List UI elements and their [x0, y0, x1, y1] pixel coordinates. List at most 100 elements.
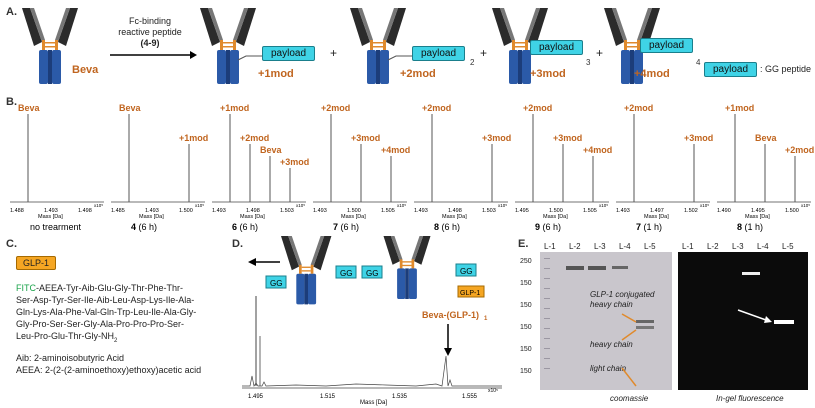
- spectrum-tick-1-1: 1.493: [145, 208, 159, 214]
- spectrum-xlabel-1: Mass [Da]: [139, 214, 164, 220]
- mod-label-3: +3mod: [530, 68, 566, 80]
- gel-band-l3: [588, 266, 606, 270]
- mw-marker-2: 150: [520, 302, 532, 309]
- aib-def: Aib: 2-aminoisobutyric Acid: [16, 353, 125, 363]
- d-tick-0: 1.495: [248, 394, 264, 400]
- panel-c-label: C.: [6, 238, 17, 250]
- mw-marker-5: 150: [520, 368, 532, 375]
- spectrum-tick-6-1: 1.497: [650, 208, 664, 214]
- fluorescence-caption: In-gel fluorescence: [716, 394, 784, 403]
- antibody-1mod-icon: [200, 8, 256, 84]
- spectrum-exp-1: x10⁵: [195, 203, 204, 208]
- spectrum-tick-5-1: 1.500: [549, 208, 563, 214]
- spectrum-xlabel-5: Mass [Da]: [543, 214, 568, 220]
- d-glp-text: GLP-1: [460, 290, 480, 297]
- spectrum-xlabel-6: Mass [Da]: [644, 214, 669, 220]
- spectrum-peak-label-2-1: +2mod: [240, 133, 269, 143]
- lane-label-laneL-0: L-1: [544, 242, 556, 251]
- spectrum-xlabel-7: Mass [Da]: [745, 214, 770, 220]
- spectrum-peak-label-5-0: +2mod: [523, 103, 552, 113]
- d-exp: x10⁵: [488, 388, 498, 394]
- reaction-line1: Fc-binding: [128, 16, 172, 26]
- spectrum-peak-label-3-0: +2mod: [321, 103, 350, 113]
- spectrum-tick-0-1: 1.493: [44, 208, 58, 214]
- spectrum-tick-2-1: 1.498: [246, 208, 260, 214]
- linker-2-icon: [387, 55, 412, 61]
- spectrum-exp-6: x10⁵: [700, 203, 709, 208]
- glp1-tag: GLP-1: [16, 256, 57, 270]
- spectrum-xlabel-4: Mass [Da]: [442, 214, 467, 220]
- d-antibody-right-icon: [381, 236, 433, 299]
- spectrum-exp-5: x10⁵: [599, 203, 608, 208]
- spectrum-tick-6-2: 1.502: [684, 208, 698, 214]
- spectrum-peak-label-6-0: +2mod: [624, 103, 653, 113]
- fluorescence-gel: [678, 252, 808, 390]
- reaction-condition: Fc-binding reactive peptide (4-9): [110, 16, 190, 49]
- spectrum-caption-4: 8 (6 h): [434, 222, 460, 232]
- gel-pointer-arrows-icon: [621, 313, 637, 387]
- spectrum-tick-2-0: 1.493: [212, 208, 226, 214]
- lane-label-laneL-4: L-5: [644, 242, 656, 251]
- d-tick-3: 1.555: [462, 394, 478, 400]
- lane-label-laneR-3: L-4: [757, 242, 769, 251]
- payload-box-3: payload: [530, 40, 584, 55]
- spectrum-tick-0-2: 1.498: [78, 208, 92, 214]
- spectrum-tick-2-2: 1.503: [280, 208, 294, 214]
- panel-d-label: D.: [232, 238, 243, 250]
- spectrum-exp-3: x10⁵: [397, 203, 406, 208]
- heavy-chain-label: heavy chain: [590, 340, 633, 349]
- lane-label-laneR-4: L-5: [782, 242, 794, 251]
- d-tick-1: 1.515: [320, 394, 336, 400]
- linker-1-icon: [237, 55, 262, 61]
- plus-3: +: [596, 46, 604, 60]
- spectrum-tick-6-0: 1.493: [616, 208, 630, 214]
- spectrum-peak-label-3-2: +4mod: [381, 145, 410, 155]
- lane-label-laneL-3: L-4: [619, 242, 631, 251]
- spectrum-tick-7-2: 1.500: [785, 208, 799, 214]
- coomassie-gel: [540, 252, 672, 390]
- glp-conj-label: GLP-1 conjugated heavy chain: [590, 290, 655, 310]
- reaction-arrow-icon: [110, 51, 197, 59]
- spectrum-tick-0-0: 1.488: [10, 208, 24, 214]
- d-gg-text-1: GG: [270, 279, 282, 288]
- d-spectrum-trace: [242, 355, 502, 387]
- mw-marker-1: 150: [520, 280, 532, 287]
- d-glp-box: [457, 285, 485, 298]
- plus-2: +: [480, 46, 488, 60]
- spectrum-tick-7-1: 1.495: [751, 208, 765, 214]
- reaction-line2: reactive peptide: [118, 27, 182, 37]
- spectrum-peak-label-7-1: Beva: [755, 133, 778, 143]
- spectrum-peak-label-4-0: +2mod: [422, 103, 451, 113]
- spectrum-peak-label-2-3: +3mod: [280, 157, 309, 167]
- spectrum-peak-label-1-1: +1mod: [179, 133, 208, 143]
- payload-box-2: payload: [412, 46, 466, 61]
- ladder-lane: [544, 258, 550, 378]
- spectrum-tick-4-1: 1.498: [448, 208, 462, 214]
- d-antibody-left-icon: [281, 236, 332, 305]
- glp-conj-line1: GLP-1 conjugated: [590, 290, 655, 299]
- coomassie-caption: coomassie: [610, 394, 649, 403]
- subscript-2: 2: [470, 58, 475, 67]
- spectrum-tick-7-0: 1.490: [717, 208, 731, 214]
- spectrum-peak-label-6-1: +3mod: [684, 133, 713, 143]
- gel-band-l5a: [636, 320, 654, 323]
- spectrum-exp-2: x10⁵: [296, 203, 305, 208]
- panel-a-label: A.: [6, 6, 17, 18]
- d-arrow-left-head: [248, 258, 256, 266]
- spectrum-peak-label-1-0: Beva: [119, 103, 142, 113]
- payload-box-4: payload: [640, 38, 694, 53]
- aeea-def: AEEA: 2-(2-(2-aminoethoxy)ethoxy)acetic …: [16, 365, 202, 375]
- spectrum-tick-5-2: 1.505: [583, 208, 597, 214]
- spectrum-tick-1-0: 1.485: [111, 208, 125, 214]
- spectrum-caption-1: 4 (6 h): [131, 222, 157, 232]
- spectrum-tick-4-0: 1.493: [414, 208, 428, 214]
- spectrum-tick-3-2: 1.505: [381, 208, 395, 214]
- spectrum-caption-6: 7 (1 h): [636, 222, 662, 232]
- spectrum-xlabel-0: Mass [Da]: [38, 214, 63, 220]
- panel-b-label: B.: [6, 96, 17, 108]
- spectrum-caption-2: 6 (6 h): [232, 222, 258, 232]
